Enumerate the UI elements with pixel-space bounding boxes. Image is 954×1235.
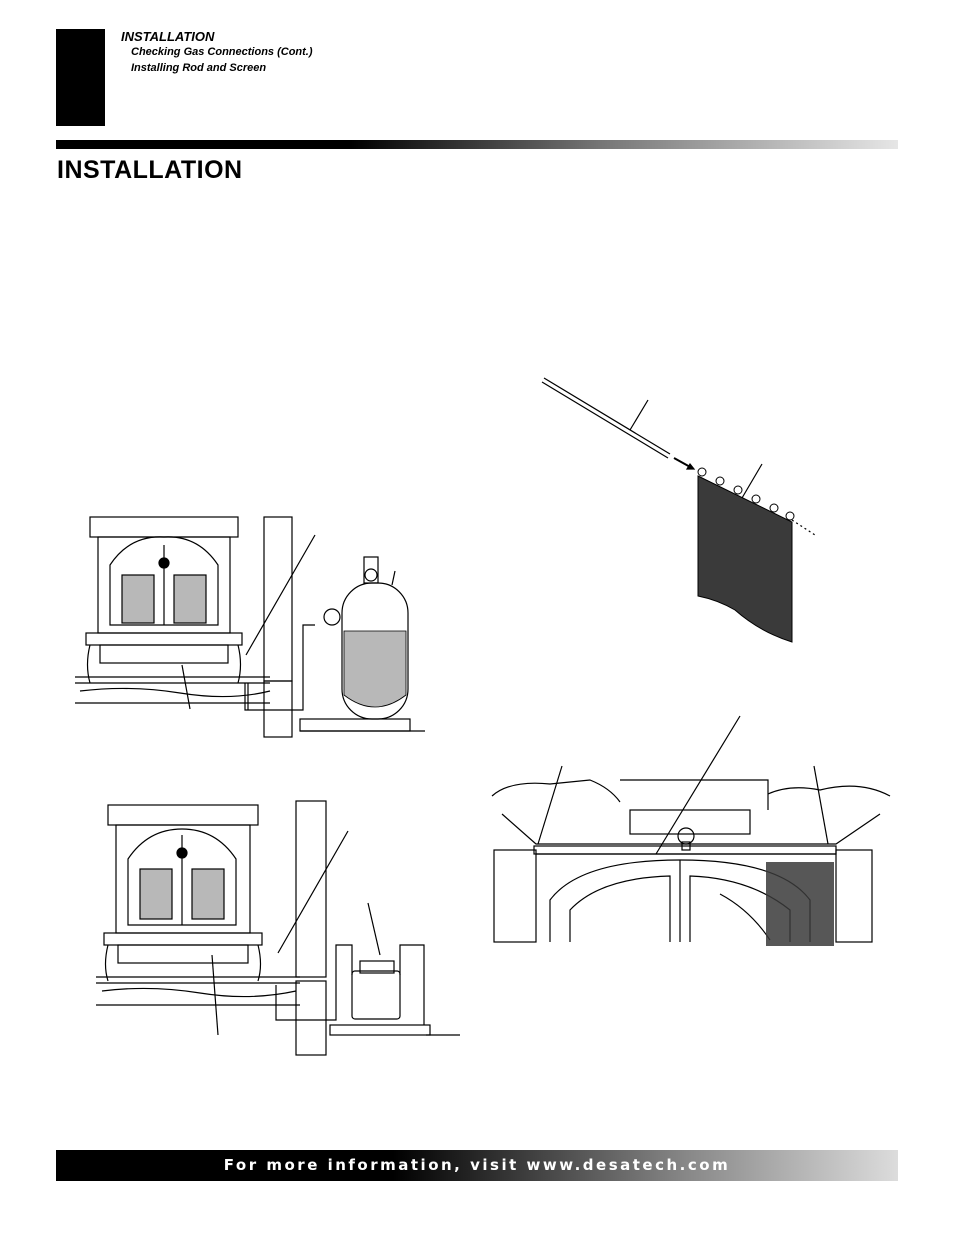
figure-natural-gas-connection bbox=[96, 800, 460, 1056]
figure-installed-screen bbox=[491, 715, 891, 946]
section-tab bbox=[56, 29, 105, 126]
figure-rod-and-screen bbox=[541, 377, 816, 643]
header-subsection-1: Checking Gas Connections (Cont.) bbox=[131, 46, 313, 58]
page-title: INSTALLATION bbox=[57, 156, 243, 184]
header-subsection-2: Installing Rod and Screen bbox=[131, 62, 267, 74]
header-section: INSTALLATION bbox=[121, 29, 215, 44]
header-rule bbox=[56, 140, 898, 149]
footer-link-text[interactable]: For more information, visit www.desatech… bbox=[223, 1156, 731, 1174]
figure-lp-tank-connection bbox=[75, 516, 425, 738]
footer-bar: For more information, visit www.desatech… bbox=[56, 1150, 898, 1181]
